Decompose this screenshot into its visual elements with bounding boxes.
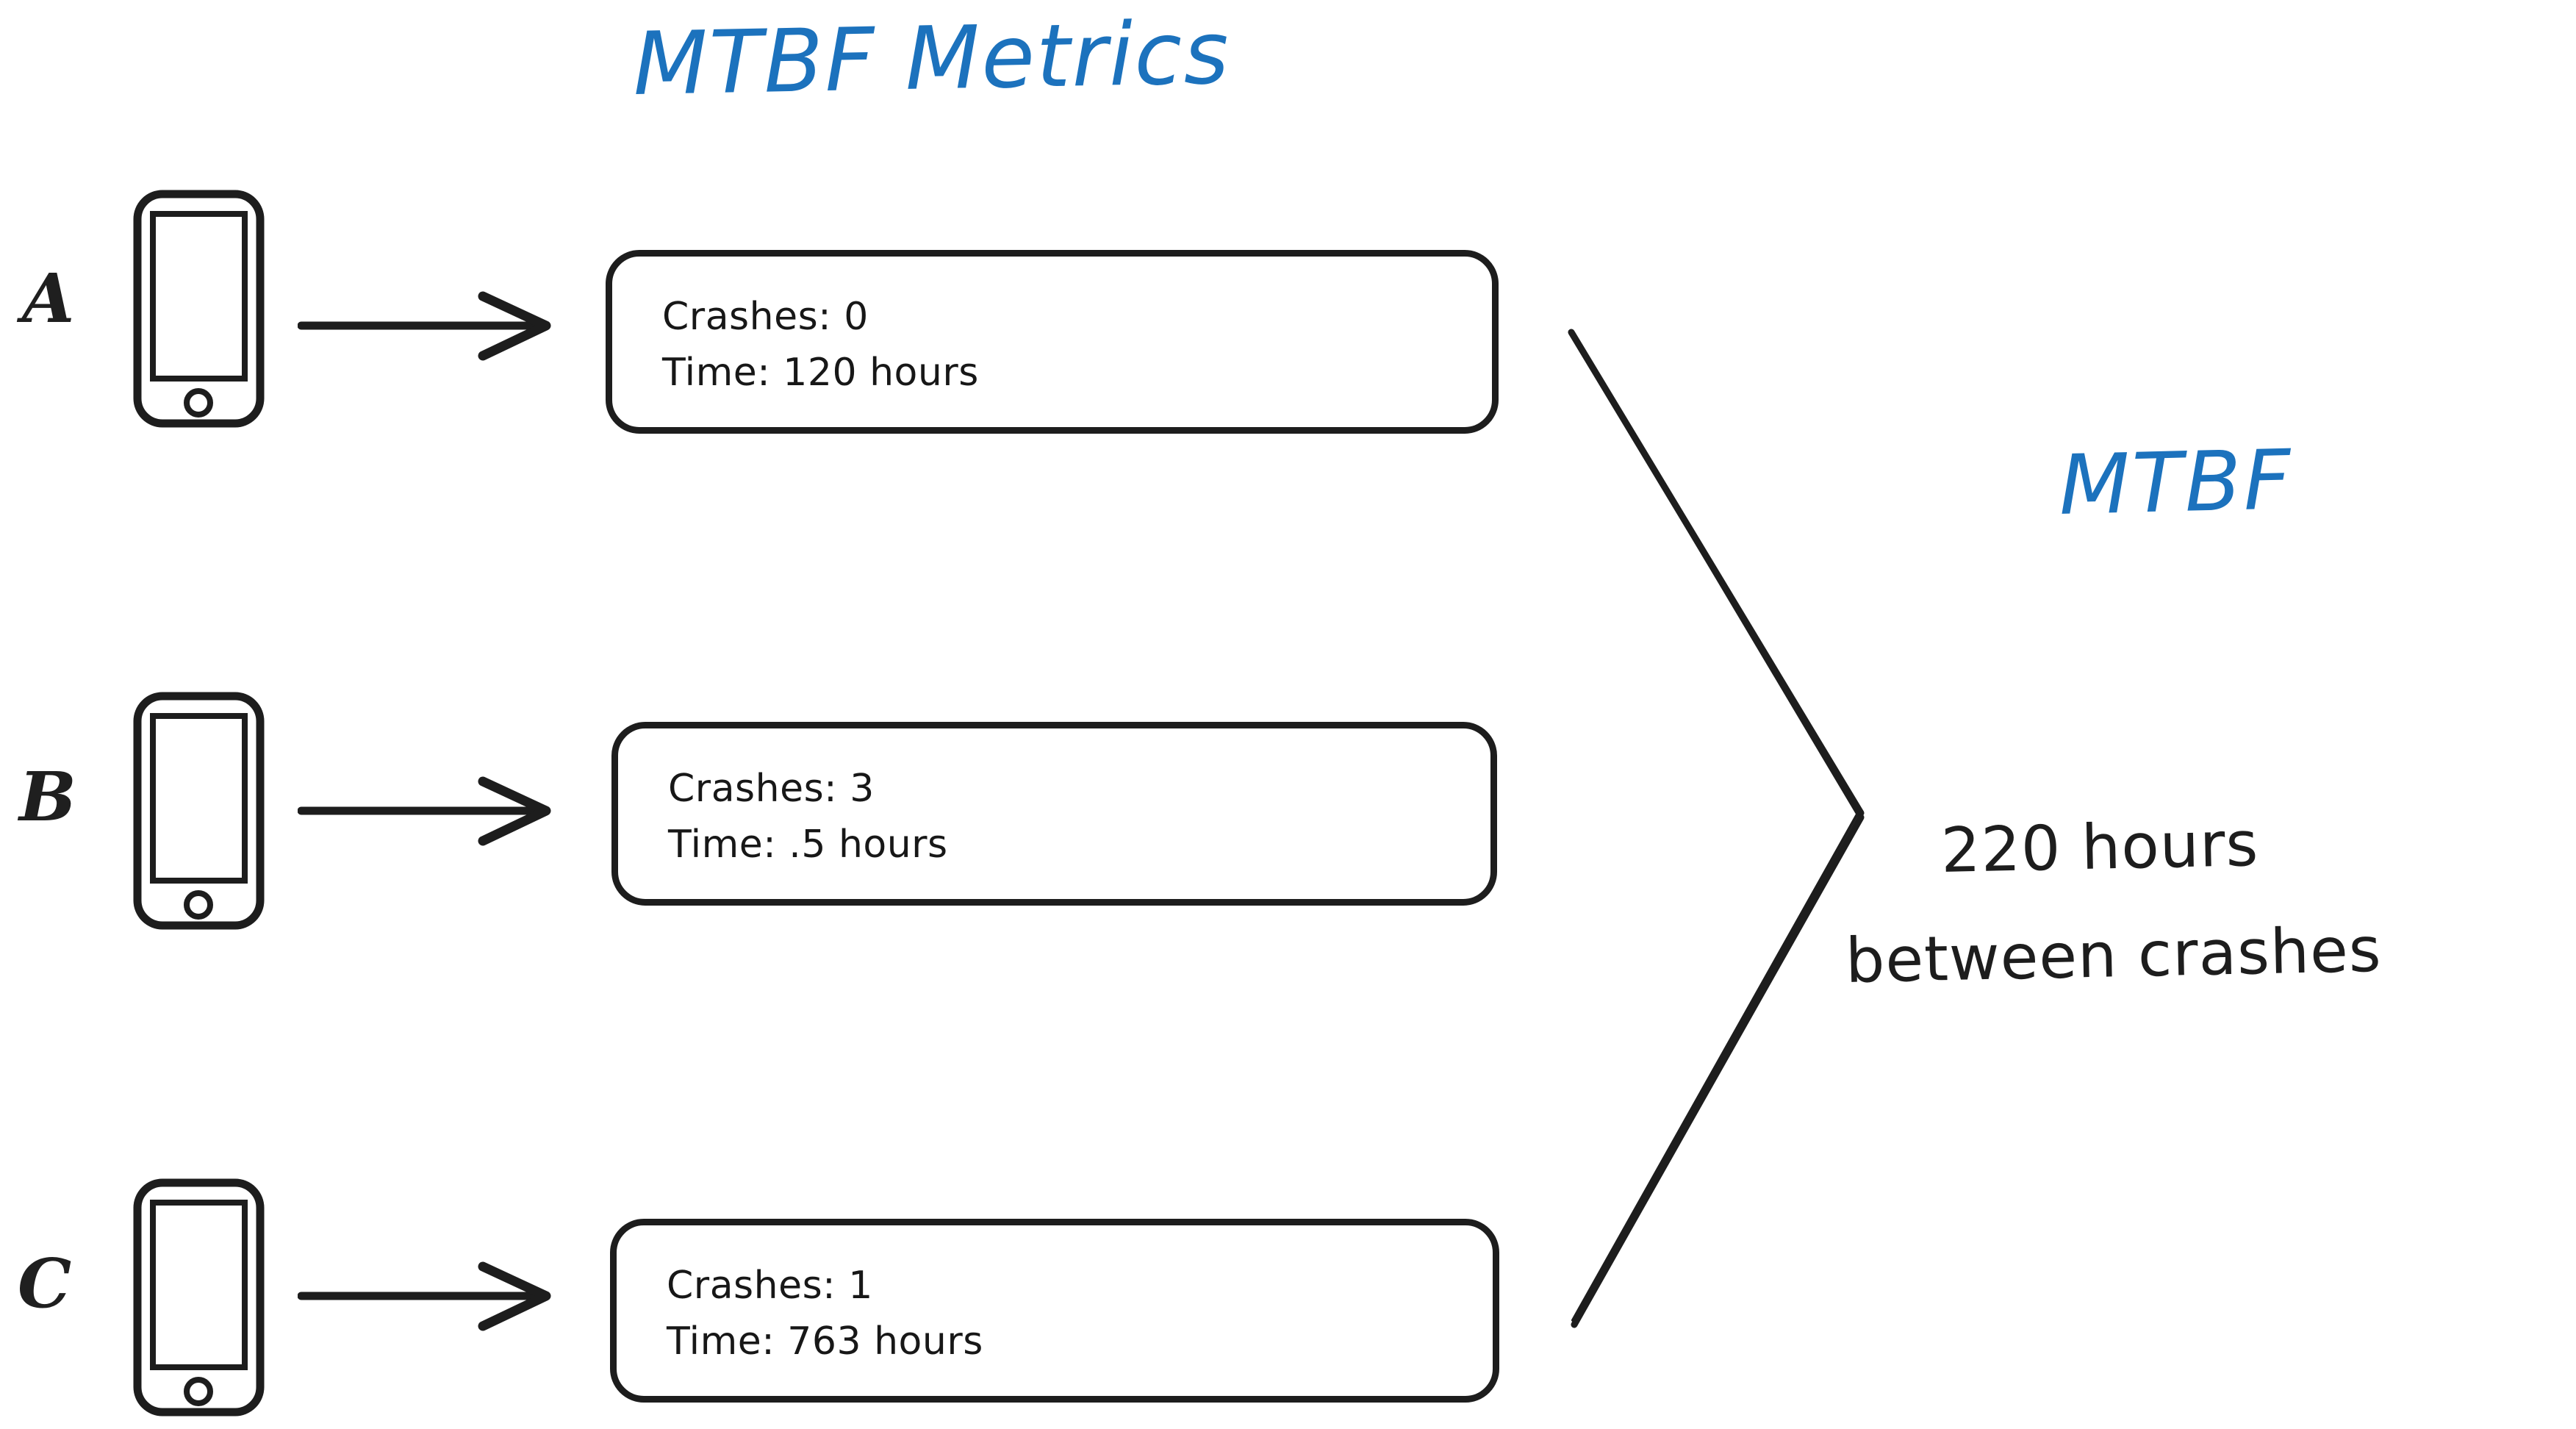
card-b-time: Time: .5 hours: [668, 823, 948, 867]
device-label-c: C: [18, 1244, 72, 1323]
card-b-crashes: Crashes: 3: [668, 767, 875, 811]
right-arrow-icon: [298, 291, 551, 361]
card-a-time: Time: 120 hours: [662, 351, 979, 395]
result-caption: between crashes: [1845, 913, 2383, 997]
card-a-crashes: Crashes: 0: [662, 295, 869, 339]
mobile-phone-icon: [133, 190, 265, 428]
page-title: MTBF Metrics: [632, 1, 1232, 115]
device-label-a: A: [22, 259, 75, 338]
result-heading: MTBF: [2058, 432, 2295, 534]
result-value: 220 hours: [1940, 807, 2260, 887]
metrics-card-a[interactable]: Crashes: 0 Time: 120 hours: [606, 250, 1499, 434]
mobile-phone-icon: [133, 692, 265, 930]
right-arrow-icon: [298, 776, 551, 846]
mobile-phone-icon: [133, 1178, 265, 1417]
metrics-card-c[interactable]: Crashes: 1 Time: 763 hours: [610, 1219, 1499, 1403]
card-c-crashes: Crashes: 1: [667, 1264, 873, 1308]
converging-connector: [1568, 329, 1865, 1328]
card-c-time: Time: 763 hours: [667, 1319, 983, 1364]
device-label-b: B: [19, 757, 76, 837]
right-arrow-icon: [298, 1261, 551, 1331]
metrics-card-b[interactable]: Crashes: 3 Time: .5 hours: [611, 722, 1497, 906]
